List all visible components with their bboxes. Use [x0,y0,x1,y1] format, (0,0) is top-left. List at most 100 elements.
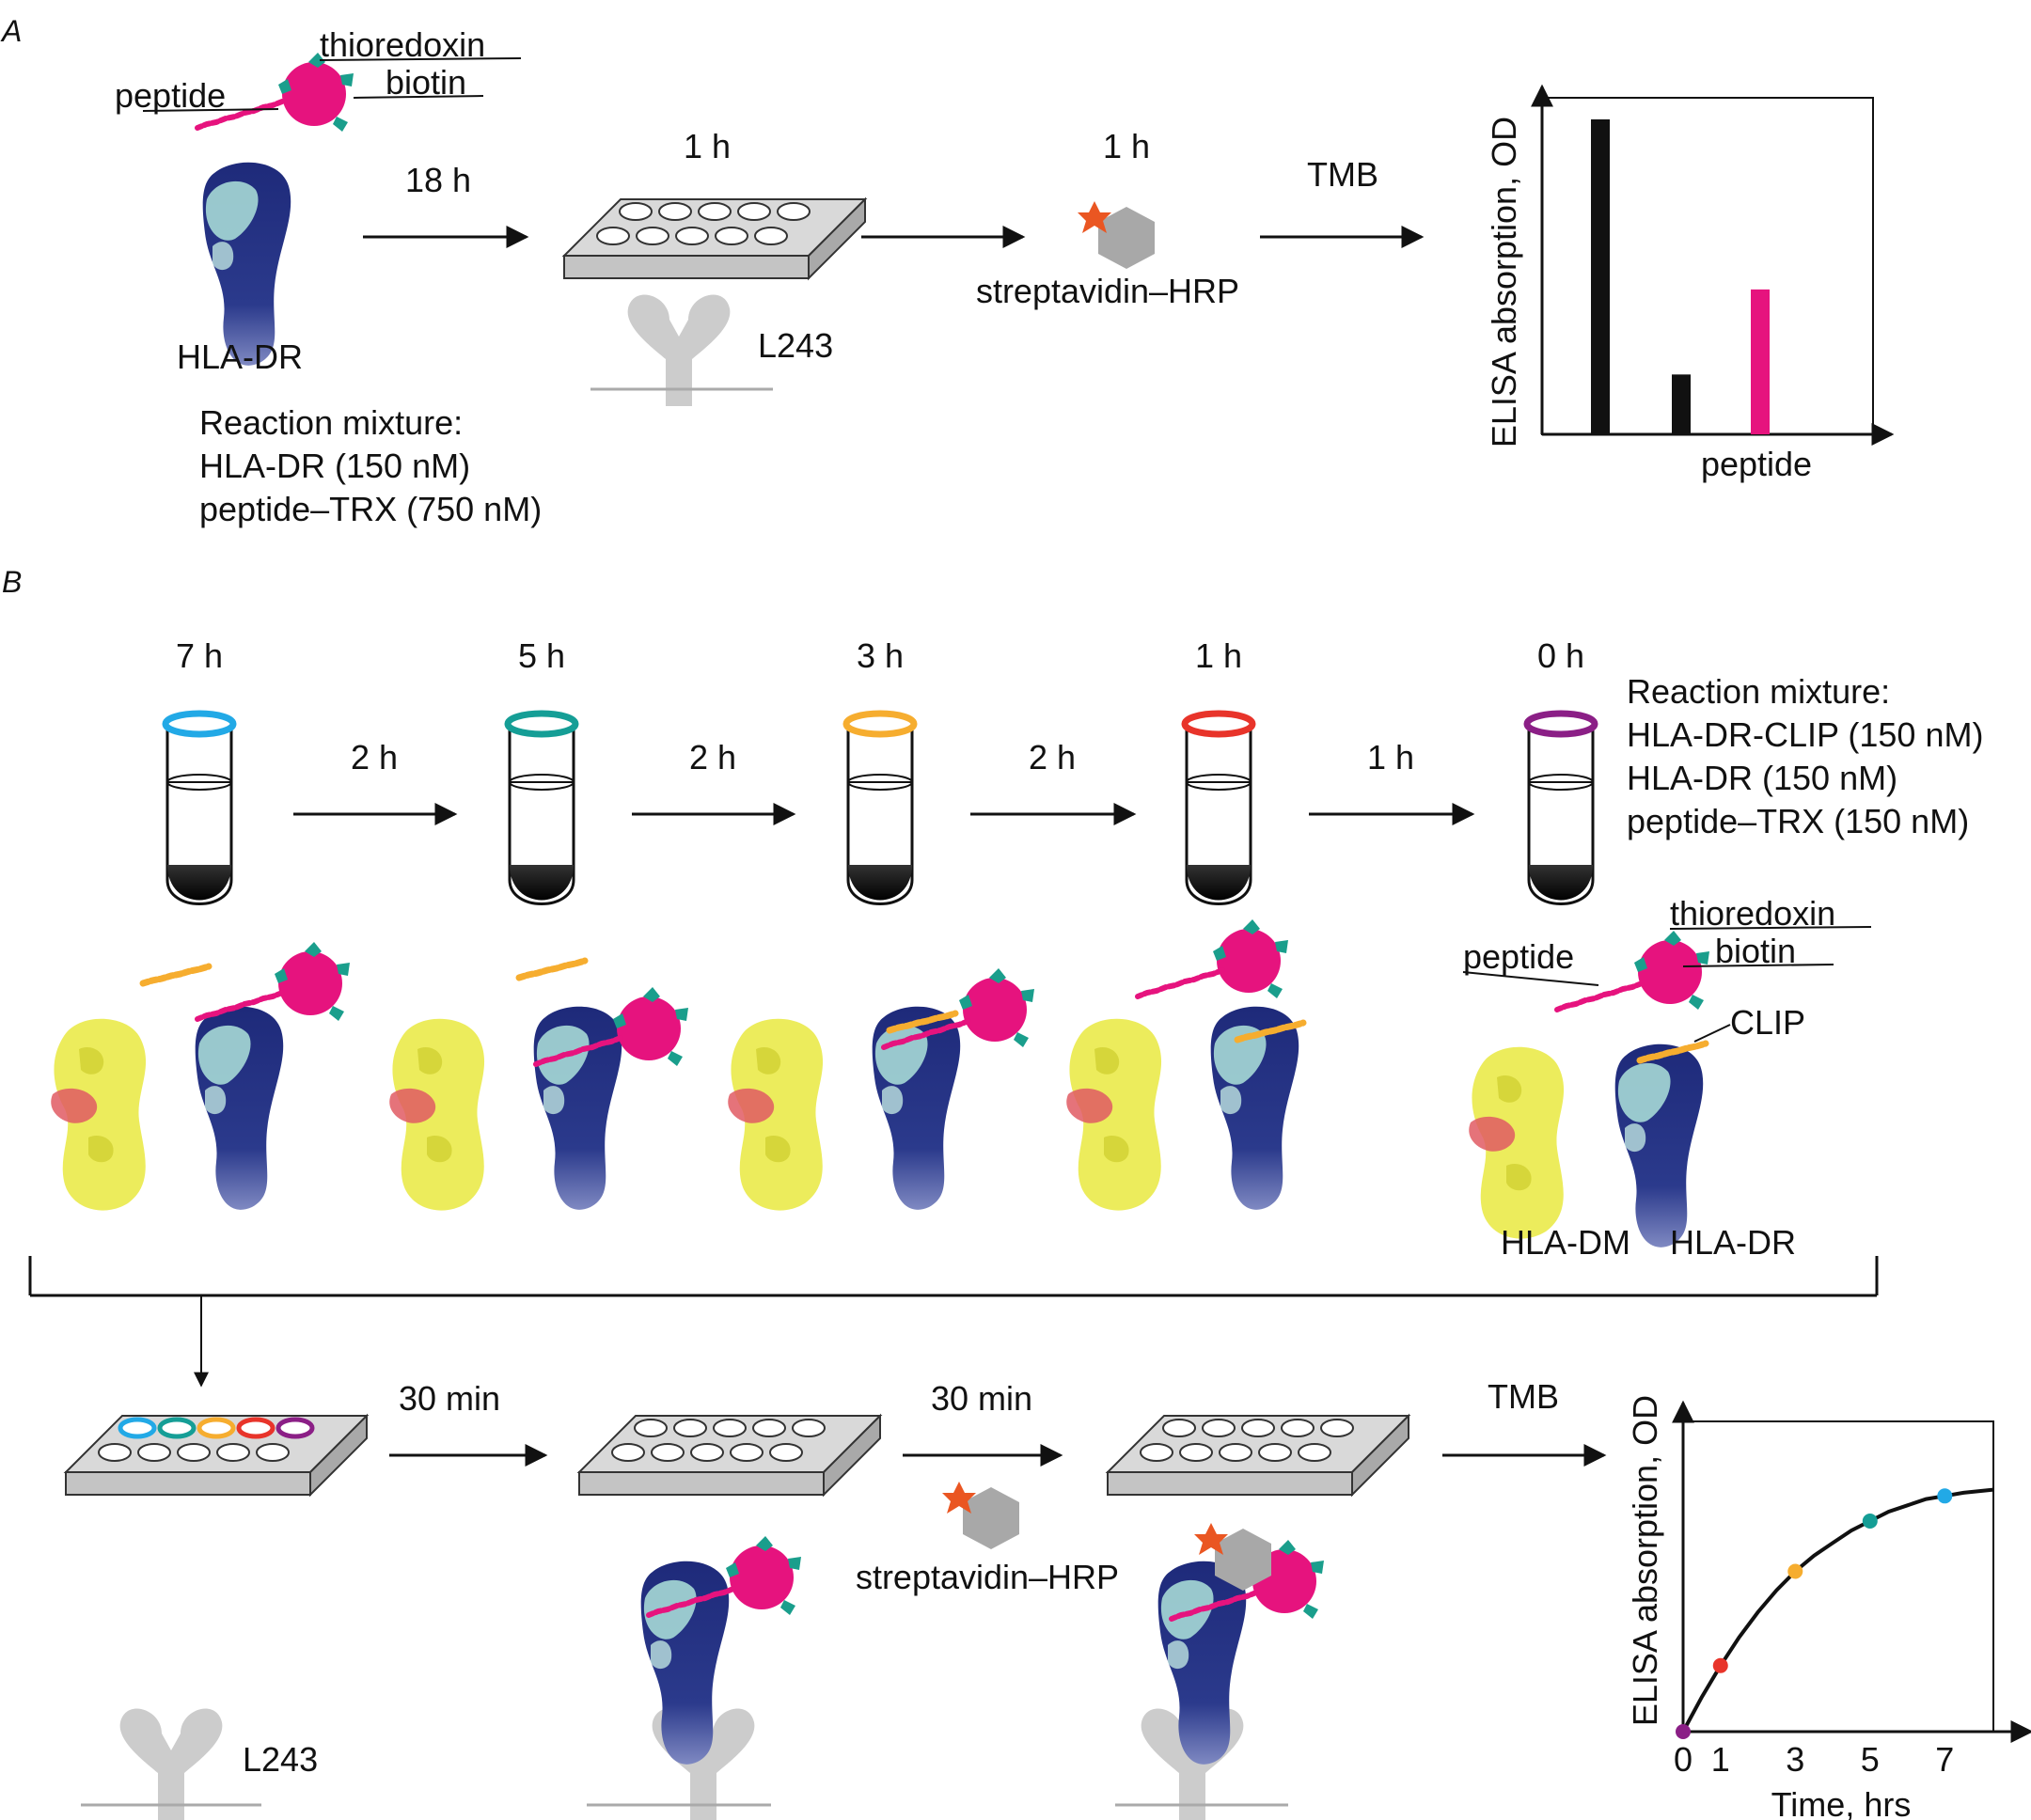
leader-clip [1693,1024,1731,1043]
chart-b-xlabel: Time, hrs [1771,1785,1912,1820]
well [698,202,732,221]
well [651,1443,685,1462]
tube-liquid-surface [847,774,913,791]
well [658,202,692,221]
tube [162,710,237,905]
well [777,202,811,221]
well [715,227,748,245]
curve-line [1681,1487,1994,1733]
step-30min-1: 30 min [399,1379,500,1418]
hla-dr-molecule [533,1006,622,1210]
thioredoxin-sphere [613,987,688,1066]
tube-time-label: 0 h [1537,636,1584,675]
chart-b-frame [1682,1420,1994,1733]
tube-rim [162,710,237,738]
step-30min-2: 30 min [931,1379,1032,1418]
interval-label: 2 h [689,738,736,777]
well [1258,1443,1292,1462]
reaction-mixture-b-line: HLA-DR-CLIP (150 nM) [1627,715,1983,754]
label-clip: CLIP [1730,1003,1805,1042]
label-biotin: biotin [386,63,466,102]
well [636,227,669,245]
label-peptide: peptide [115,76,226,115]
well [177,1443,211,1462]
well [1219,1443,1252,1462]
tube-pellet [1529,865,1593,901]
colored-well [197,1417,236,1439]
x-tick-label: 0 [1674,1740,1692,1779]
colored-well [236,1417,276,1439]
tube-pellet [1187,865,1251,901]
label-hla-dm: HLA-DM [1501,1223,1630,1262]
well [675,227,709,245]
tube-rim [1181,710,1256,738]
reaction-mixture-b-line: HLA-DR (150 nM) [1627,759,1897,797]
thioredoxin-sphere [959,968,1034,1047]
tube-rim [1523,710,1598,738]
curve-point [1862,1514,1878,1530]
hla-dr-molecule [202,162,291,366]
curve-point [1787,1563,1803,1579]
colored-well [118,1417,157,1439]
well [596,227,630,245]
leader-peptide [142,108,279,112]
time-1h-strep: 1 h [1103,127,1150,165]
label-tmb-b: TMB [1488,1377,1559,1416]
interval-label: 2 h [1029,738,1076,777]
panel-a-letter: A [0,14,22,48]
bar [1591,119,1610,434]
interval-label: 2 h [351,738,398,777]
well [752,1419,786,1437]
panel-b-letter: B [2,565,22,599]
tube-rim [842,710,918,738]
thioredoxin-sphere [278,53,354,132]
streptavidin-hrp-a [1078,201,1155,269]
tube-pellet [848,865,912,901]
colored-well [276,1417,315,1439]
reaction-mixture-a-line: HLA-DR (150 nM) [199,447,470,485]
well [634,1419,668,1437]
tube-time-label: 3 h [857,636,904,675]
label-hla-dr-b: HLA-DR [1670,1223,1796,1262]
hla-dm-molecule [51,1018,147,1211]
leader-peptide-b [1462,971,1599,986]
x-tick-label: 5 [1861,1740,1880,1779]
well [1179,1443,1213,1462]
well [1241,1419,1275,1437]
clip-peptide-free [143,966,209,983]
curve-point [1712,1657,1728,1673]
well [792,1419,826,1437]
x-tick-label: 3 [1786,1740,1804,1779]
well [619,202,653,221]
peptide-chain [1138,970,1222,996]
label-peptide-b: peptide [1463,937,1574,976]
chart-a-xlabel: peptide [1701,445,1812,483]
tube-body [1527,724,1595,905]
label-biotin-b: biotin [1715,932,1796,970]
label-hla-dr: HLA-DR [177,337,303,376]
bar [1672,374,1691,434]
bar [1751,289,1770,434]
tube [1523,710,1598,905]
time-18h: 18 h [405,161,471,199]
time-1h-plate: 1 h [684,127,731,165]
well [98,1443,132,1462]
reaction-mixture-b-line: peptide–TRX (150 nM) [1627,802,1969,840]
thioredoxin-sphere [1213,919,1288,998]
well [256,1443,290,1462]
chart-a-ylabel: ELISA absorption, OD [1485,117,1523,447]
reaction-mixture-a-line: Reaction mixture: [199,403,463,442]
well [1281,1419,1315,1437]
reaction-mixture-b-line: Reaction mixture: [1627,672,1890,711]
interval-label: 1 h [1367,738,1414,777]
chart-a-frame [1541,97,1874,435]
hla-dm-molecule [1066,1018,1162,1211]
well [713,1419,747,1437]
label-thioredoxin-b: thioredoxin [1670,894,1835,933]
curve-point [1676,1724,1691,1739]
chart-b-ylabel: ELISA absorption, OD [1626,1395,1664,1726]
well [611,1443,645,1462]
leader-biotin [353,95,484,99]
